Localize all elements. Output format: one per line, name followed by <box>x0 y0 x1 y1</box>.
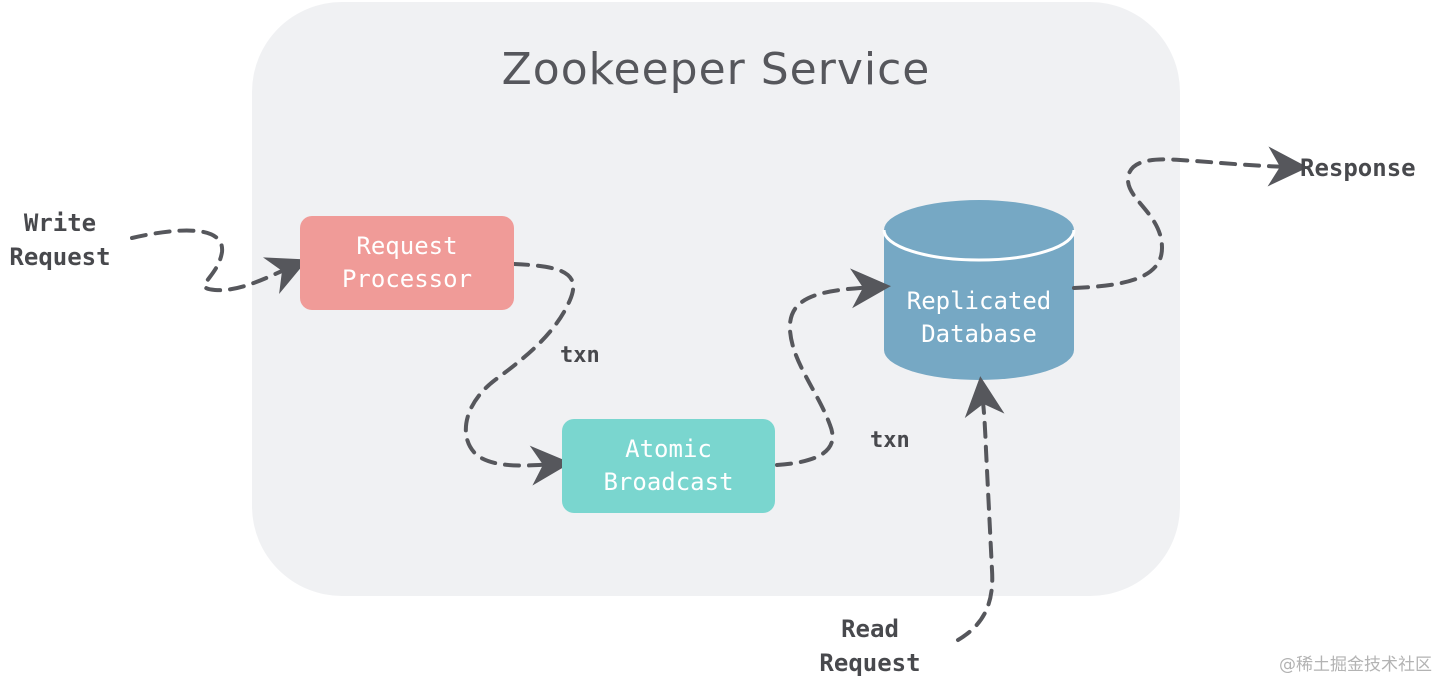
edge-broadcast-to-database <box>775 268 891 467</box>
atomic-broadcast-node: Atomic Broadcast <box>562 419 775 513</box>
edge-database-to-response <box>1072 146 1308 290</box>
read-request-label: Read Request <box>819 615 921 677</box>
write-request-label: Write Request <box>9 209 111 271</box>
edge-read-to-database <box>956 376 1005 642</box>
replicated-database-label: Replicated Database <box>906 287 1052 348</box>
txn-label-broadcast-database: txn <box>870 428 910 453</box>
request-processor-node: Request Processor <box>300 216 514 310</box>
txn-label-processor-broadcast: txn <box>560 343 600 368</box>
service-title: Zookeeper Service <box>501 44 931 95</box>
edge-processor-to-broadcast <box>463 262 576 486</box>
request-processor-label: Request Processor <box>341 232 473 293</box>
replicated-database-cylinder <box>882 200 1076 380</box>
edge-write-to-processor <box>130 228 308 294</box>
response-label: Response <box>1300 154 1416 182</box>
atomic-broadcast-label: Atomic Broadcast <box>603 435 734 496</box>
watermark-text: @稀土掘金技术社区 <box>1279 655 1432 675</box>
